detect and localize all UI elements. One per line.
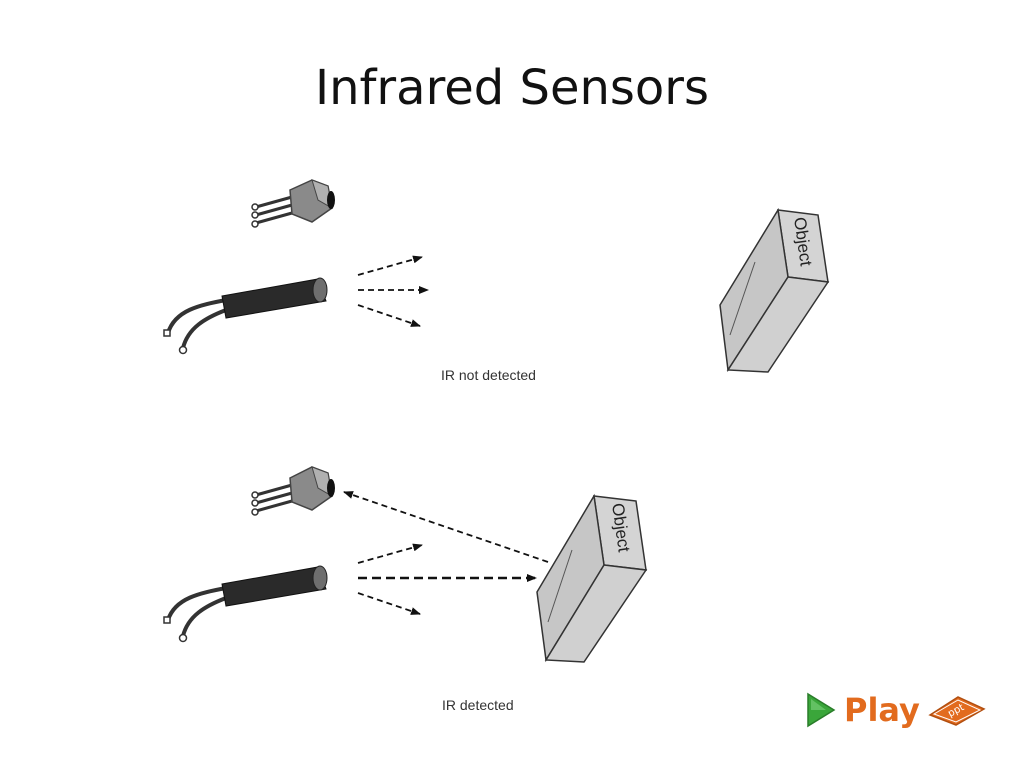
emitted-ir-arrows xyxy=(357,255,429,327)
slide-title: Infrared Sensors xyxy=(314,60,710,116)
play-label: Play xyxy=(844,691,920,729)
play-button[interactable]: Play ppt xyxy=(806,688,986,732)
bottom-panel: Object xyxy=(163,466,648,663)
ir-receiver-icon xyxy=(251,466,335,516)
ir-emitter-icon xyxy=(163,277,328,355)
caption-ir-detected: IR detected xyxy=(442,697,514,713)
object-box: Object xyxy=(719,207,830,373)
object-box: Object xyxy=(536,493,648,663)
reflected-ir-arrow xyxy=(343,491,549,563)
play-triangle-icon xyxy=(807,692,836,728)
caption-ir-not-detected: IR not detected xyxy=(441,367,536,383)
ir-receiver-icon xyxy=(251,179,335,228)
ir-emitter-icon xyxy=(163,565,328,643)
emitted-ir-arrows xyxy=(357,543,537,615)
ppt-badge-icon: ppt xyxy=(928,696,986,726)
top-panel: Object xyxy=(163,179,830,373)
